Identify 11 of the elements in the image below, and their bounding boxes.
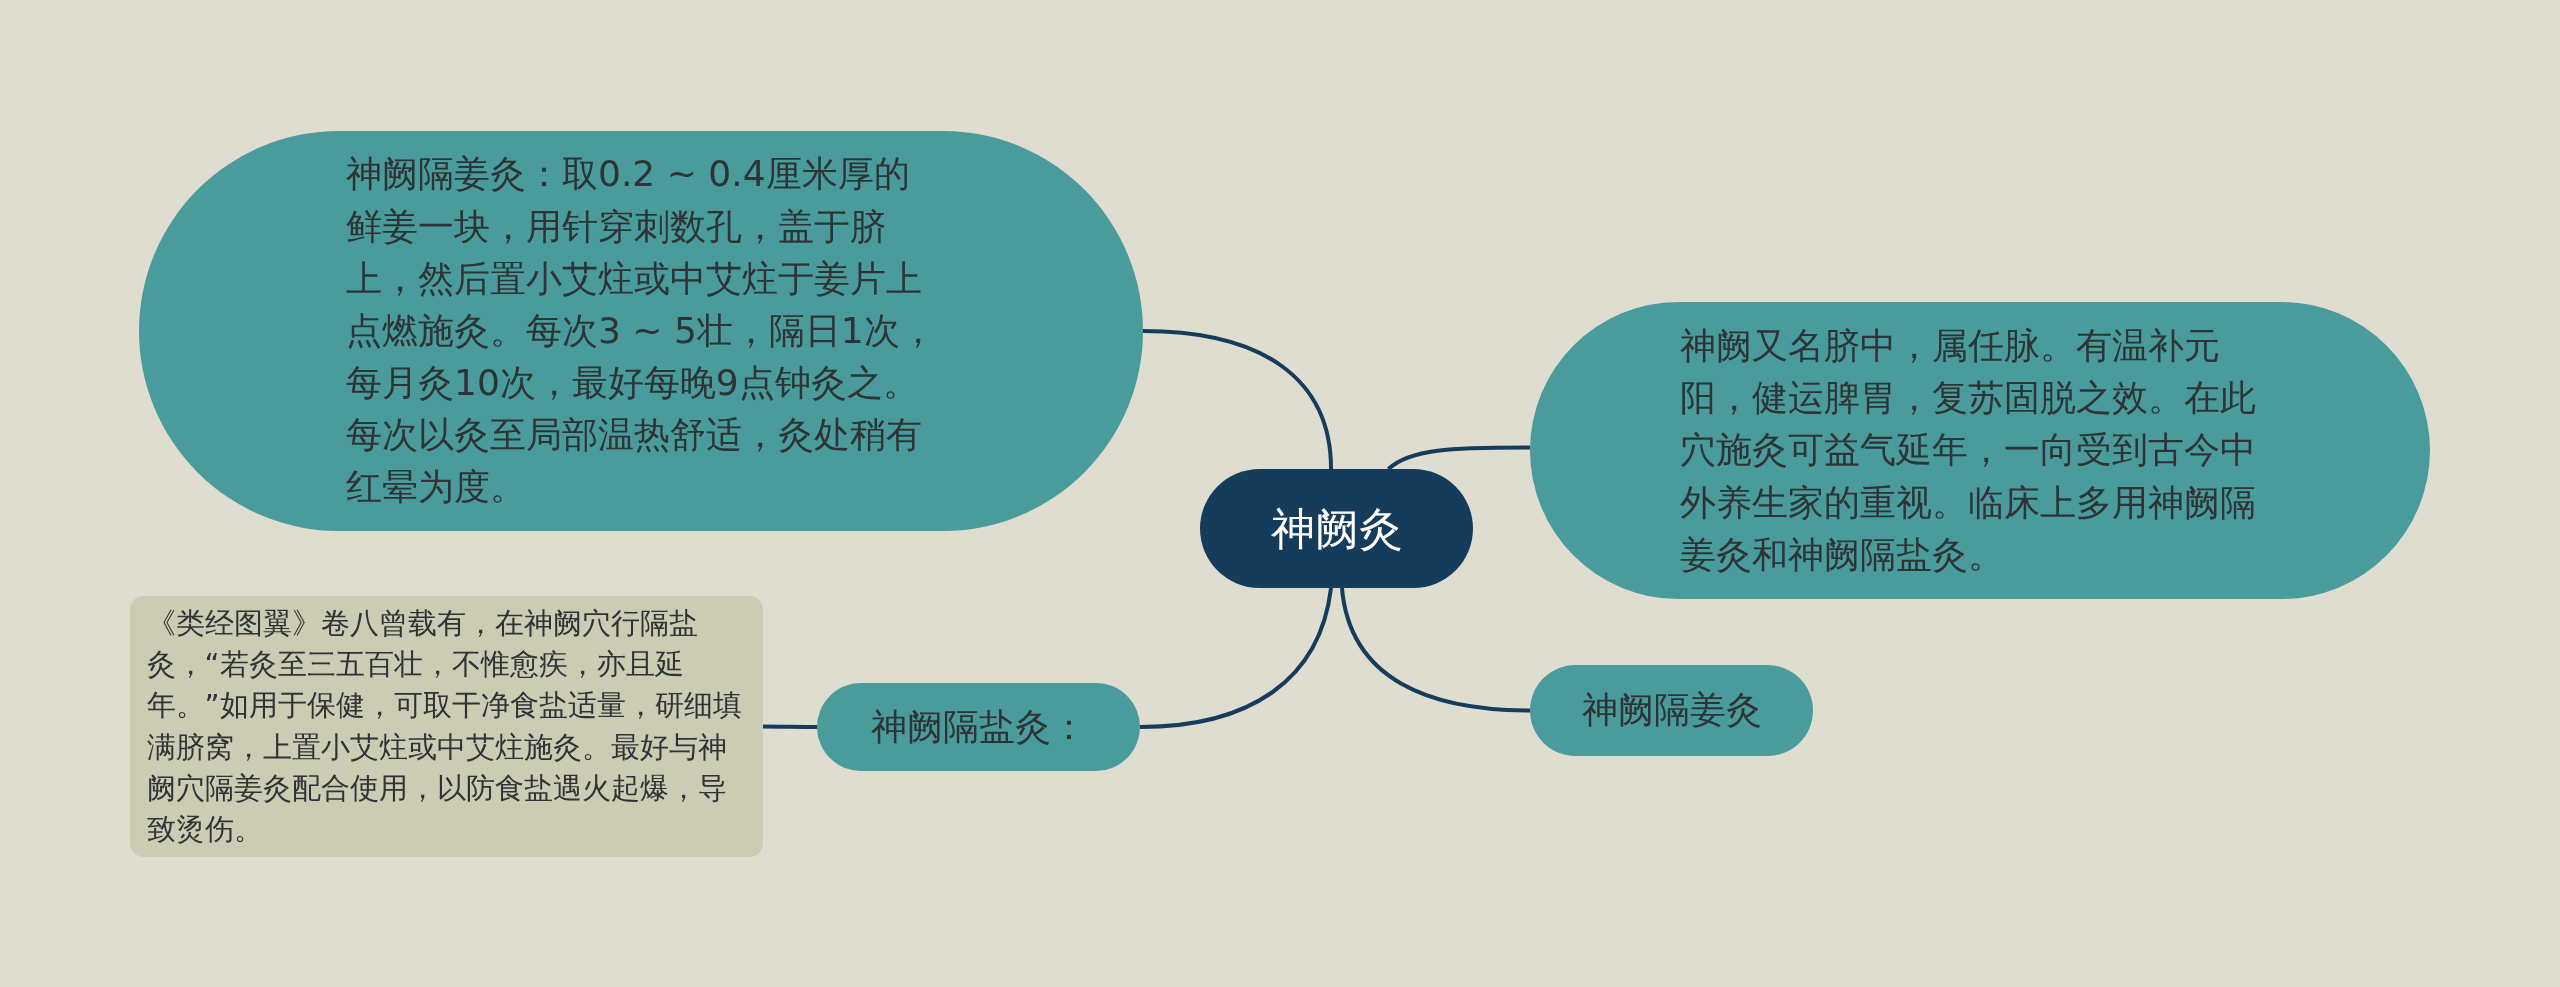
node-text: 神阙隔姜灸：取0.2 ~ 0.4厘米厚的鲜姜一块，用针穿刺数孔，盖于脐上，然后置小艾炷或中艾炷于姜片上点燃施灸。每次3 ~ 5壮，隔日1次，每月灸10次，最好每晚9点钟灸之。每次以灸至局部温热舒适，灸处稍有红晕为度。 (346, 152, 936, 510)
node-text: 神阙灸 (1269, 501, 1404, 556)
node-text: 神阙又名脐中，属任脉。有温补元阳，健运脾胃，复苏固脱之效。在此穴施灸可益气延年，一向受到古今中外养生家的重视。临床上多用神阙隔姜灸和神阙隔盐灸。 (1680, 324, 2257, 577)
connector-line (763, 724, 817, 729)
node-text: 《类经图翼》卷八曾载有，在神阙穴行隔盐灸，“若灸至三五百壮，不惟愈疾，亦且延年。”如用于保健，可取干净食盐适量，研细填满脐窝，上置小艾炷或中艾炷施灸。最好与神阙穴隔姜灸配合使用，以防食盐遇火起爆，导致烫伤。 (146, 605, 743, 848)
connector-line (1139, 587, 1333, 729)
connector-line (1340, 587, 1531, 713)
node-text: 神阙隔盐灸： (869, 704, 1088, 749)
connector-line (1142, 329, 1334, 470)
connector-line (1387, 445, 1530, 471)
node-text: 神阙隔姜灸 (1580, 688, 1763, 733)
